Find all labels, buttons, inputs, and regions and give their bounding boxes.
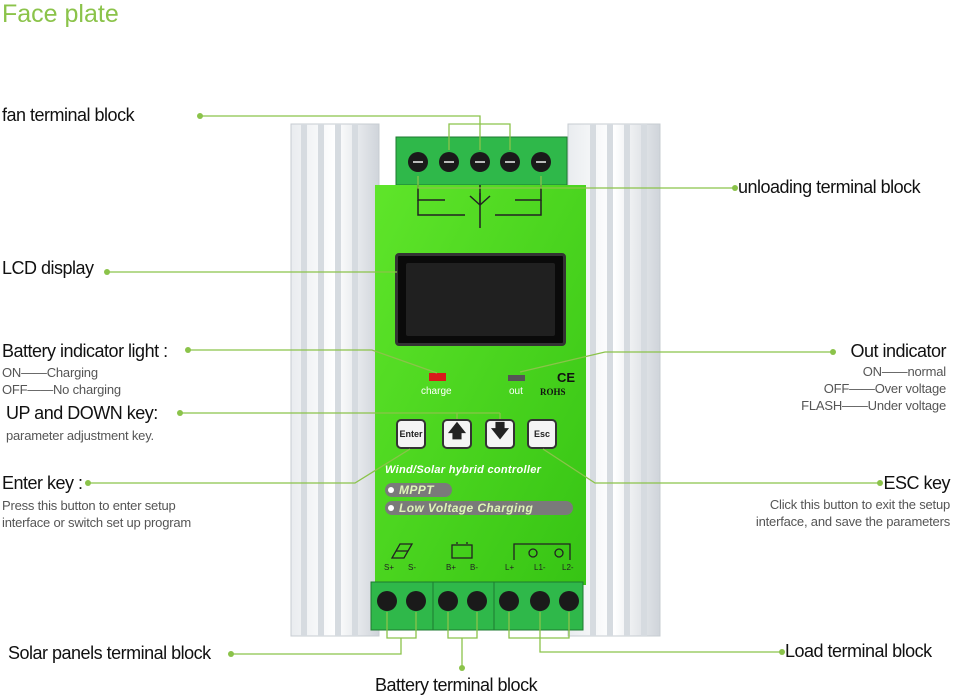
updown-key-desc: parameter adjustment key.: [6, 428, 154, 443]
solar-panel-icon: [390, 543, 414, 559]
top-terminal-block: [395, 136, 568, 186]
out-indicator-label: Out indicator: [850, 341, 946, 361]
out-label: out: [509, 386, 523, 397]
page-title: Face plate: [2, 0, 119, 28]
controller-name: Wind/Solar hybrid controller: [385, 464, 542, 476]
solar-terminal-label: Solar panels terminal block: [8, 643, 211, 663]
terminal-l-pos: L+: [505, 563, 515, 572]
ce-mark: CE: [557, 370, 576, 385]
lcd-screen: [395, 253, 566, 346]
battery-indicator-off: OFF——No charging: [2, 382, 121, 397]
out-led: [508, 375, 525, 381]
terminal-s-neg: S-: [408, 563, 416, 572]
rohs-mark: ROHS: [540, 387, 566, 397]
unloading-terminal-label: unloading terminal block: [738, 177, 921, 197]
terminal-l1: L1-: [534, 563, 546, 572]
terminal-b-neg: B-: [470, 563, 478, 572]
enter-key-label: Enter key :: [2, 473, 83, 493]
load-terminal-label: Load terminal block: [785, 641, 932, 661]
charge-led: [429, 373, 446, 381]
out-indicator-on: ON——normal: [862, 364, 946, 379]
esc-key-desc-2: interface, and save the parameters: [755, 514, 950, 529]
battery-terminal-label: Battery terminal block: [375, 675, 538, 695]
fan-terminal-label: fan terminal block: [2, 105, 135, 125]
out-indicator-off: OFF——Over voltage: [823, 381, 946, 396]
esc-key-desc-1: Click this button to exit the setup: [769, 497, 950, 512]
updown-key-label: UP and DOWN key:: [6, 403, 158, 423]
out-indicator-flash: FLASH——Under voltage: [801, 398, 946, 413]
terminal-l2: L2-: [562, 563, 574, 572]
wind-turbine-logo: [417, 185, 542, 228]
enter-key-desc-2: interface or switch set up program: [2, 515, 192, 530]
terminal-b-pos: B+: [446, 563, 457, 572]
green-face-panel: [375, 185, 586, 585]
battery-indicator-label: Battery indicator light :: [2, 341, 168, 361]
charge-label: charge: [421, 386, 452, 397]
load-lamp-icon: [513, 543, 571, 560]
up-button[interactable]: 🡅: [442, 419, 472, 449]
terminal-s-pos: S+: [384, 563, 395, 572]
battery-icon: [451, 542, 473, 559]
low-voltage-badge: Low Voltage Charging: [385, 501, 573, 515]
enter-button[interactable]: Enter: [396, 419, 426, 449]
battery-indicator-on: ON——Charging: [2, 365, 98, 380]
enter-key-desc-1: Press this button to enter setup: [2, 498, 176, 513]
lcd-label: LCD display: [2, 258, 94, 278]
mppt-badge: MPPT: [385, 483, 452, 497]
esc-button[interactable]: Esc: [527, 419, 557, 449]
esc-key-label: ESC key: [883, 473, 950, 493]
left-heatsink: [290, 123, 380, 637]
down-button[interactable]: 🡇: [485, 419, 515, 449]
